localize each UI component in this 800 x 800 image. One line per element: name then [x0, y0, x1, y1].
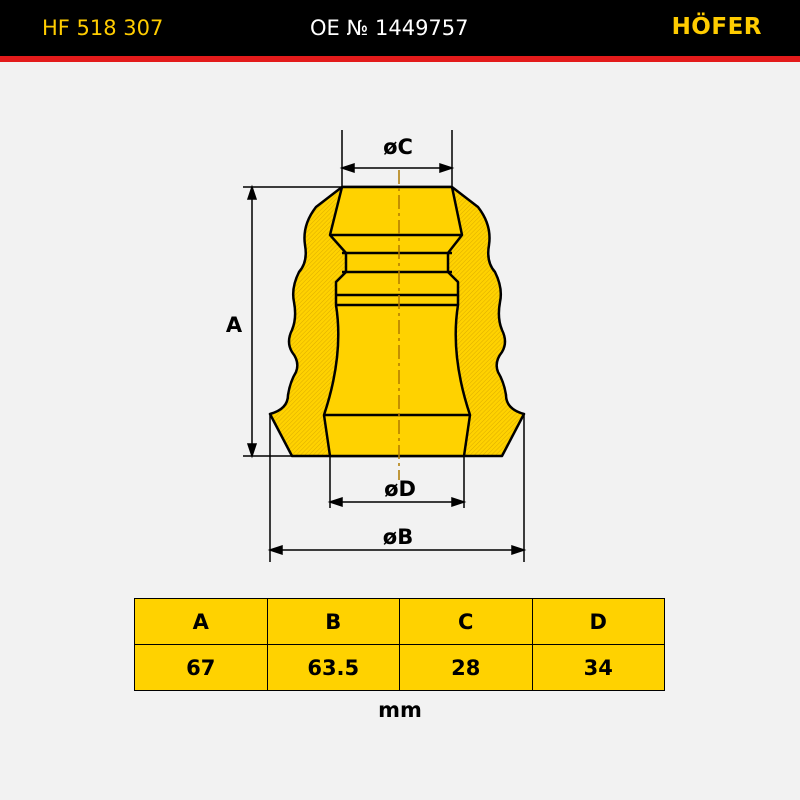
table-header-row: A B C D	[134, 598, 665, 645]
header-bar: HF 518 307 OE № 1449757 HÖFER	[0, 0, 800, 56]
dimensions-table: A B C D 67 63.5 28 34	[134, 598, 665, 691]
part-number: HF 518 307	[42, 16, 164, 40]
label-dim-c: øC	[383, 135, 413, 159]
label-dim-b: øB	[383, 525, 413, 549]
brand-logo: HÖFER	[671, 14, 762, 40]
bore-grooves	[324, 233, 470, 417]
table-value-cell: 34	[531, 644, 665, 691]
table-header-cell: B	[266, 598, 400, 645]
oe-number: OE № 1449757	[310, 16, 469, 40]
label-dim-a: A	[226, 313, 243, 337]
unit-label: mm	[378, 698, 422, 722]
table-header-cell: C	[399, 598, 533, 645]
table-value-cell: 63.5	[266, 644, 400, 691]
table-header-cell: D	[531, 598, 665, 645]
table-header-cell: A	[134, 598, 268, 645]
table-value-cell: 28	[399, 644, 533, 691]
header-accent-line	[0, 56, 800, 62]
table-value-cell: 67	[134, 644, 268, 691]
technical-drawing: øC A øD øB	[226, 130, 527, 562]
dimension-lines	[246, 162, 527, 556]
extension-lines	[243, 130, 525, 562]
table-row: 67 63.5 28 34	[134, 644, 665, 691]
label-dim-d: øD	[384, 477, 416, 501]
